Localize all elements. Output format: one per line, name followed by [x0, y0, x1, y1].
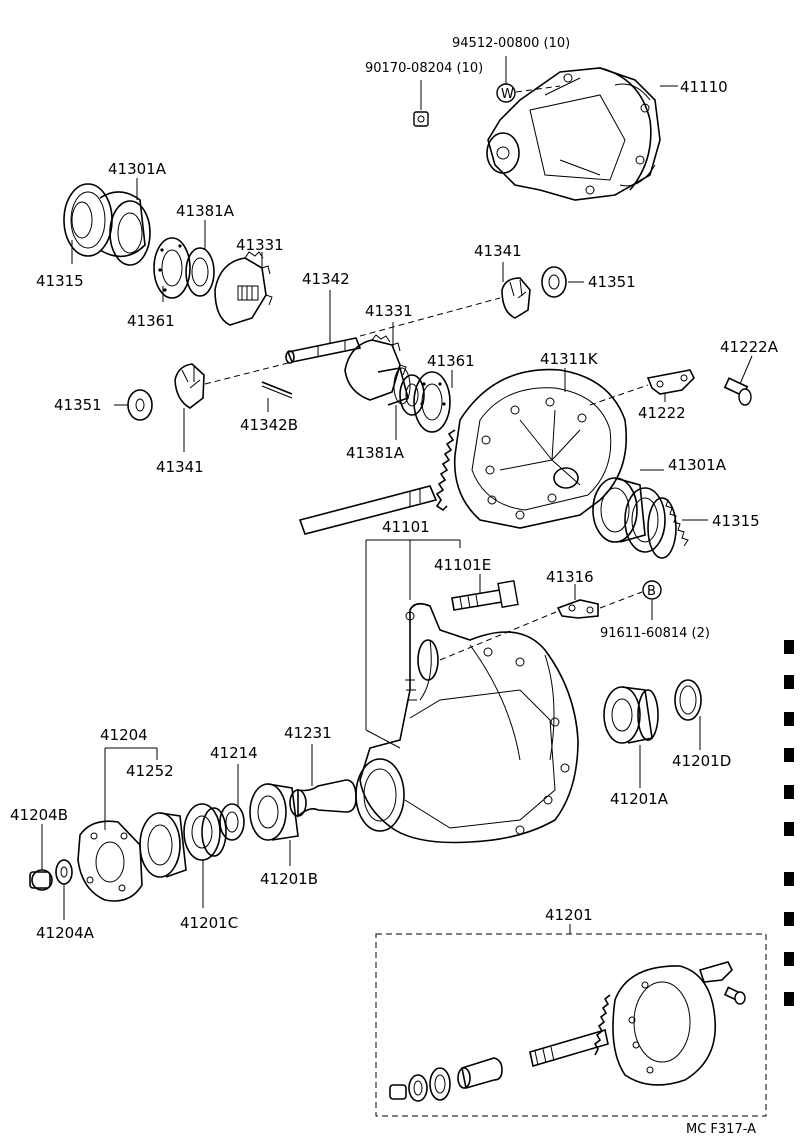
axle-housing [355, 602, 579, 844]
label-spacer-c: 41381A [346, 444, 405, 462]
edge-tick [784, 992, 794, 1006]
edge-tick [784, 640, 794, 654]
edge-tick [784, 785, 794, 799]
label-bearing-rear: 41201A [610, 790, 669, 808]
pinion-shaft [285, 337, 362, 364]
kit-box [375, 933, 767, 1117]
washer-front [674, 679, 702, 721]
label-bearing-front: 41201B [260, 870, 318, 888]
nut-flange [29, 869, 53, 891]
label-bearing-r: 41301A [668, 456, 727, 474]
side-gear-left [214, 251, 273, 326]
label-washer-c: 41361 [427, 352, 475, 370]
label-bearing-c: 41201C [180, 914, 238, 932]
companion-flange [77, 820, 143, 902]
pin [261, 381, 293, 399]
figure-code: MC F317-A [686, 1122, 756, 1137]
lock-plate [646, 369, 695, 395]
label-bolt-b: 91611-60814 (2) [600, 626, 710, 641]
label-shim-r: 41315 [712, 512, 760, 530]
bearing-left [63, 183, 151, 266]
edge-tick [784, 675, 794, 689]
bearing-right [592, 477, 689, 559]
edge-tick [784, 952, 794, 966]
label-nut: 90170-08204 (10) [365, 61, 483, 76]
label-carrier: 41110 [680, 78, 728, 96]
nut-icon [413, 111, 429, 127]
washer-center [413, 371, 451, 433]
marker-b: B [647, 584, 656, 599]
label-flange-set: 41204 [100, 726, 148, 744]
label-pinion-gear-r: 41341 [474, 242, 522, 260]
collapsible-spacer [289, 779, 357, 818]
washer-nut [55, 859, 73, 885]
bearing-rear [603, 686, 659, 744]
stud-bolt [451, 579, 519, 611]
label-pinion-gear-l: 41341 [156, 458, 204, 476]
label-bearing-l: 41301A [108, 160, 167, 178]
label-lock-plate2: 41316 [546, 568, 594, 586]
label-washer-nut: 41204A [36, 924, 95, 942]
carrier-housing [486, 67, 661, 201]
kit-bolt [723, 986, 746, 1005]
kit-nut [389, 1084, 407, 1100]
drive-pinion-shaft [298, 485, 438, 535]
marker-w-icon: W [496, 83, 516, 103]
label-side-gear-l: 41331 [236, 236, 284, 254]
label-washer-l: 41361 [127, 312, 175, 330]
spacer-center [399, 374, 425, 416]
label-ring-gear: 41101 [382, 518, 430, 536]
label-bolt-long: 94512-00800 (10) [452, 36, 570, 51]
label-pin: 41342B [240, 416, 298, 434]
edge-tick [784, 712, 794, 726]
label-thrust-washer-l: 41351 [54, 396, 102, 414]
differential-case [435, 368, 628, 529]
label-nut-flange: 41204B [10, 806, 68, 824]
label-spacer-collapsible: 41231 [284, 724, 332, 742]
label-kit: 41201 [545, 906, 593, 924]
label-lock-plate: 41222 [638, 404, 686, 422]
label-oil-seal: 41252 [126, 762, 174, 780]
spacer-left [185, 247, 215, 297]
label-washer-front: 41201D [672, 752, 731, 770]
label-shim-l: 41315 [36, 272, 84, 290]
label-spacer-l: 41381A [176, 202, 235, 220]
edge-tick [784, 872, 794, 886]
kit-ring-gear [593, 965, 717, 1086]
marker-b-icon: B [642, 580, 662, 600]
pinion-gear-left [174, 363, 205, 409]
washer-left [153, 237, 191, 299]
label-pinion-shaft: 41342 [302, 270, 350, 288]
label-stud-bolt: 41101E [434, 556, 491, 574]
thrust-washer-right [541, 266, 567, 298]
label-side-gear-c: 41331 [365, 302, 413, 320]
bearing-front [249, 783, 299, 841]
kit-bearing [408, 1067, 451, 1102]
pinion-gear-right [501, 277, 531, 319]
lock-plate-2 [556, 599, 599, 619]
label-spacer-p: 41214 [210, 744, 258, 762]
spacer-p [219, 803, 245, 841]
thrust-washer-left [127, 389, 153, 421]
label-thrust-washer-r: 41351 [588, 273, 636, 291]
bearing-center [183, 803, 227, 861]
edge-tick [784, 748, 794, 762]
kit-lock-plate [698, 961, 733, 983]
label-case: 41311K [540, 350, 599, 368]
marker-w: W [501, 87, 514, 102]
kit-spacer [457, 1057, 503, 1090]
label-bolt-plate: 41222A [720, 338, 779, 356]
oil-seal [139, 812, 187, 878]
edge-tick [784, 912, 794, 926]
bolt-icon [723, 377, 752, 406]
edge-tick [784, 822, 794, 836]
kit-pinion-shaft [529, 1028, 609, 1068]
